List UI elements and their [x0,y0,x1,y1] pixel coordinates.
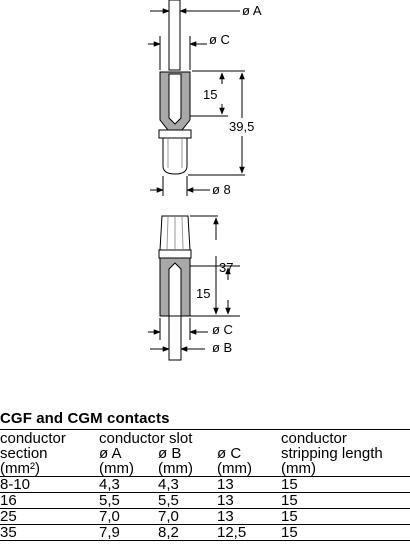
dim-a-top: ø A [150,3,262,18]
table-cell: 4,3 [158,476,179,493]
header-row-2: section ø A ø B ø C stripping length [0,446,410,461]
header-cell: (mm²) [0,460,40,477]
dim-total-label: 39,5 [229,119,254,134]
table-cell: 7,0 [99,508,120,525]
dim-8: ø 8 [150,176,231,197]
dim-15-label-top: 15 [203,87,217,102]
contacts-table: conductor conductor slot conductor secti… [0,431,410,541]
dim-b-label: ø B [212,340,232,355]
header-cell: (mm) [217,460,252,477]
dim-c-bottom: ø C [148,318,233,340]
header-row-3: (mm²) (mm) (mm) (mm) (mm) [0,461,410,477]
table-cell: 15 [281,508,298,525]
table-top-rule [0,429,410,430]
table-row: 16 5,5 5,5 13 15 [0,493,410,509]
table-cell: 15 [281,492,298,509]
table-cell: 16 [0,492,17,509]
header-cell [217,431,281,446]
table-cell: 25 [0,508,17,525]
table-row: 35 7,9 8,2 12,5 15 [0,525,410,541]
table-cell: 13 [217,476,234,493]
table-cell: 8-10 [0,476,31,493]
table-row: 8-10 4,3 4,3 13 15 [0,477,410,493]
dim-8-label: ø 8 [212,182,231,197]
table-cell: 4,3 [99,476,120,493]
dim-b: ø B [150,340,232,355]
header-cell: section [0,445,48,462]
table-cell: 35 [0,524,17,541]
table-cell: 7,9 [99,524,120,541]
table-cell: 13 [217,492,234,509]
dim-c-top: ø C [148,32,230,70]
header-cell: ø C [217,445,242,462]
header-row-1: conductor conductor slot conductor [0,431,410,446]
table-cell: 12,5 [217,524,247,541]
dim-vertical-bottom: 37 15 [190,215,240,317]
dim-15-label-bottom: 15 [196,286,210,301]
header-cell: (mm) [158,460,193,477]
dim-c-label-bottom: ø C [212,322,233,337]
dim-vertical-top: 15 39,5 [188,70,254,176]
table-cell: 13 [217,508,234,525]
table-row: 25 7,0 7,0 13 15 [0,509,410,525]
socket-contact-drawing [158,215,192,361]
header-cell: stripping length [281,445,383,462]
dim-37-label: 37 [219,260,233,275]
table-cell: 8,2 [158,524,179,541]
dim-a-label: ø A [242,3,262,18]
header-cell: (mm) [281,460,316,477]
technical-drawing: ø A ø C 15 39,5 ø 8 [148,0,262,361]
header-cell: (mm) [99,460,134,477]
table-cell: 15 [281,476,298,493]
header-cell: conductor [281,430,347,447]
header-cell: ø A [99,445,122,462]
header-cell: ø B [158,445,182,462]
header-cell: conductor [0,430,66,447]
table-title: CGF and CGM contacts [0,410,170,427]
pin-contact-drawing [158,0,192,175]
table-cell: 5,5 [99,492,120,509]
dim-c-label-top: ø C [209,32,230,47]
table-cell: 7,0 [158,508,179,525]
header-cell: conductor slot [99,430,193,447]
table-cell: 5,5 [158,492,179,509]
table-cell: 15 [281,524,298,541]
